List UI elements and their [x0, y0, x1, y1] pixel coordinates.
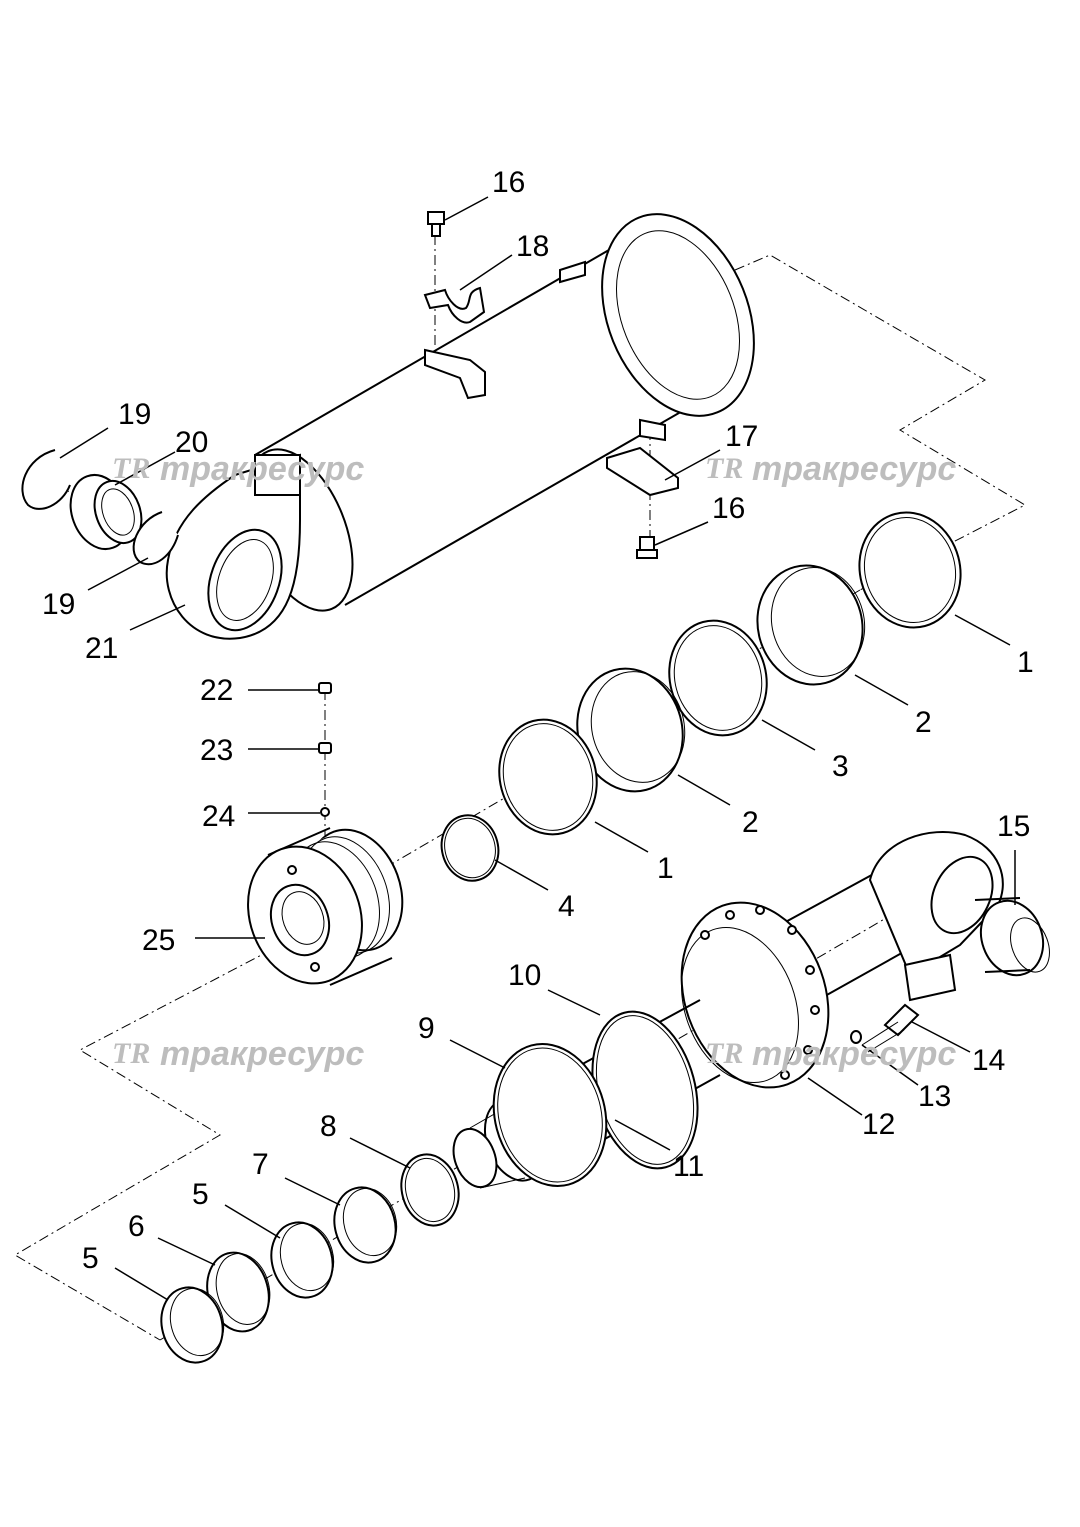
- callout-22: 22: [200, 674, 233, 707]
- callout-2: 2: [915, 706, 932, 739]
- watermark-bottom-right: TR тракресурс: [705, 1035, 956, 1073]
- callout-labels: 16 18 19 20 19 21 17 16 1 2 3 2 1 4 22 2…: [42, 166, 1034, 1275]
- callout-3: 3: [832, 750, 849, 783]
- callout-5: 5: [192, 1178, 209, 1211]
- watermark-text: тракресурс: [752, 1035, 956, 1073]
- callout-8: 8: [320, 1110, 337, 1143]
- grease-fittings: [318, 682, 332, 817]
- piston-rod-assembly: [452, 831, 1050, 1189]
- callout-16: 16: [492, 166, 525, 199]
- callout-23: 23: [200, 734, 233, 767]
- leader-lines: [59, 196, 1016, 1301]
- callout-13: 13: [918, 1080, 951, 1113]
- bolt-rod-head: [861, 1003, 920, 1053]
- callout-11: 11: [673, 1150, 704, 1183]
- callout-7: 7: [252, 1148, 269, 1181]
- cylinder-barrel: [165, 213, 755, 640]
- bushing: [69, 474, 143, 550]
- watermark-text: тракресурс: [752, 450, 956, 488]
- callout-1: 1: [1017, 646, 1034, 679]
- watermark-logo: TR: [705, 1037, 743, 1070]
- watermark-logo: TR: [112, 452, 150, 485]
- callout-1: 1: [657, 852, 674, 885]
- rod-wiper-rings: [160, 1153, 460, 1364]
- piston: [247, 827, 404, 986]
- callout-20: 20: [175, 426, 208, 459]
- callout-5: 5: [82, 1242, 99, 1275]
- rod-seal-rings: [492, 1010, 699, 1187]
- watermark-text: тракресурс: [160, 450, 364, 488]
- watermark-bottom-left: TR тракресурс: [112, 1035, 364, 1073]
- callout-18: 18: [516, 230, 549, 263]
- callout-21: 21: [85, 632, 118, 665]
- watermark-logo: TR: [705, 452, 743, 485]
- watermark-logo: TR: [112, 1037, 150, 1070]
- plate: [606, 446, 679, 497]
- callout-2: 2: [742, 806, 759, 839]
- watermark-top-left: TR тракресурс: [112, 450, 364, 488]
- callout-12: 12: [862, 1108, 895, 1141]
- seal-rings-upper: [440, 511, 962, 882]
- callout-17: 17: [725, 420, 758, 453]
- watermark-top-right: TR тракресурс: [705, 450, 956, 488]
- bolt-bottom: [636, 536, 658, 559]
- callout-9: 9: [418, 1012, 435, 1045]
- callout-15: 15: [997, 810, 1030, 843]
- bolt-top: [427, 211, 445, 237]
- callout-10: 10: [508, 959, 541, 992]
- callout-14: 14: [972, 1044, 1005, 1077]
- callout-25: 25: [142, 924, 175, 957]
- callout-16: 16: [712, 492, 745, 525]
- callout-4: 4: [558, 890, 575, 923]
- callout-6: 6: [128, 1210, 145, 1243]
- callout-19: 19: [42, 588, 75, 621]
- washer-rod-head: [850, 1030, 862, 1044]
- clamp: [423, 286, 486, 324]
- watermark-text: тракресурс: [160, 1035, 364, 1073]
- callout-19: 19: [118, 398, 151, 431]
- snap-ring-left: [21, 449, 71, 510]
- callout-24: 24: [202, 800, 235, 833]
